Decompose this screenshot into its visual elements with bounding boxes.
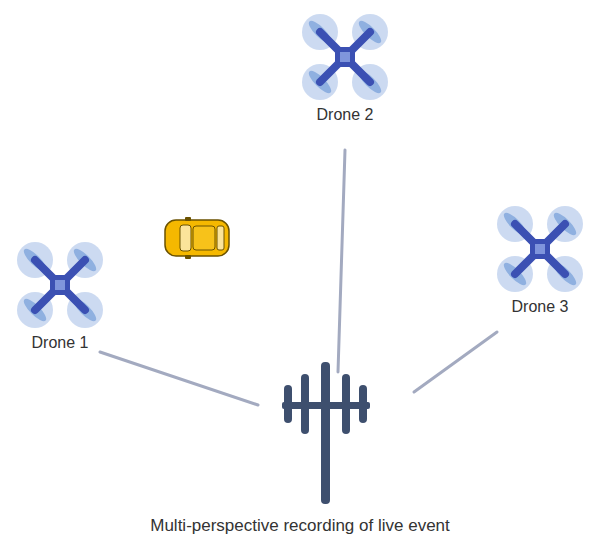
radio-links: [100, 150, 497, 405]
drone-node: Drone 1: [5, 240, 115, 352]
drone-label: Drone 3: [485, 298, 595, 316]
drone-node: Drone 3: [485, 204, 595, 316]
car-icon: [165, 217, 229, 259]
radio-link: [338, 150, 345, 372]
drone-icon: [300, 12, 390, 102]
figure-caption: Multi-perspective recording of live even…: [0, 516, 600, 536]
drone-label: Drone 2: [290, 106, 400, 124]
drone-icon: [15, 240, 105, 330]
drone-icon: [495, 204, 585, 294]
base-station-antenna: [282, 362, 370, 504]
drone-node: Drone 2: [290, 12, 400, 124]
drone-label: Drone 1: [5, 334, 115, 352]
radio-link: [100, 352, 258, 405]
radio-link: [414, 332, 497, 392]
